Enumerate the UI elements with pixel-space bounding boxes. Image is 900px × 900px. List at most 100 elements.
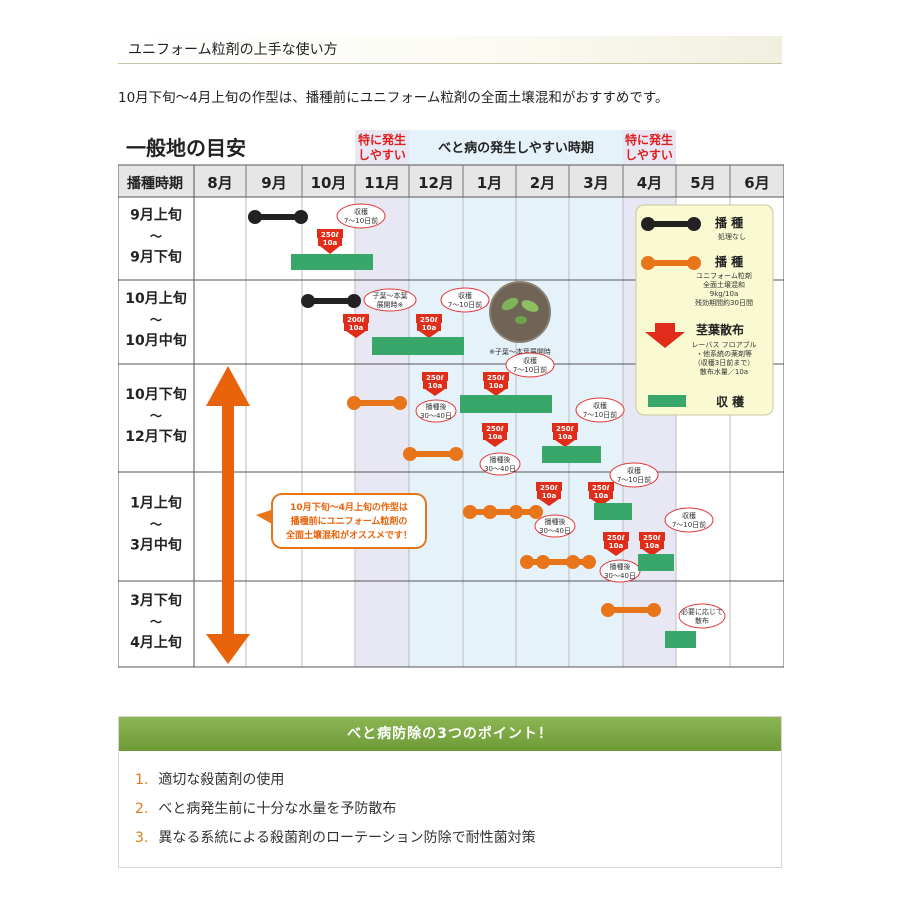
sowing-bar-row2 bbox=[301, 294, 361, 308]
svg-text:収穫: 収穫 bbox=[682, 511, 696, 520]
points-title: べと病防除の3つのポイント！ bbox=[119, 717, 781, 751]
point-item-1: 1.適切な殺菌剤の使用 bbox=[135, 769, 284, 789]
point-number: 1. bbox=[135, 772, 149, 788]
point-text: 異なる系統による殺菌剤のローテーション防除で耐性菌対策 bbox=[158, 830, 536, 846]
svg-text:収穫: 収穫 bbox=[523, 356, 537, 365]
svg-text:7～10日前: 7～10日前 bbox=[513, 365, 547, 374]
svg-text:250ℓ: 250ℓ bbox=[486, 425, 504, 433]
harvest-bar-row4-b bbox=[638, 554, 674, 571]
svg-text:全面土壌混和: 全面土壌混和 bbox=[703, 280, 745, 289]
svg-text:必要に応じて: 必要に応じて bbox=[681, 607, 723, 616]
bubble-harvest-row1: 収穫 7～10日前 bbox=[336, 203, 386, 229]
spray-mark-row4-b: 250ℓ 10a bbox=[588, 482, 614, 506]
risk-period-label: べと病の発生しやすい時期 bbox=[438, 140, 594, 156]
sowing-bar-row1 bbox=[248, 210, 308, 224]
svg-text:10a: 10a bbox=[428, 382, 443, 390]
svg-text:播 種: 播 種 bbox=[715, 215, 743, 230]
bubble-after-sowing-row4-a: 播種後 30～40日 bbox=[534, 514, 576, 538]
diagram-title: 一般地の目安 bbox=[126, 136, 246, 160]
svg-text:30～40日: 30～40日 bbox=[604, 572, 636, 580]
svg-text:10a: 10a bbox=[542, 492, 557, 500]
row-label: ～ bbox=[150, 230, 162, 244]
svg-text:10a: 10a bbox=[645, 542, 660, 550]
bubble-after-sowing-row3-b: 播種後 30～40日 bbox=[479, 452, 521, 476]
svg-text:残効期間約30日間: 残効期間約30日間 bbox=[695, 298, 753, 307]
bubble-harvest-row2: 収穫 7～10日前 bbox=[440, 287, 490, 313]
month-header-row bbox=[118, 164, 784, 198]
svg-text:250ℓ: 250ℓ bbox=[487, 374, 505, 382]
svg-text:7～10日前: 7～10日前 bbox=[344, 216, 378, 225]
harvest-bar-row1 bbox=[291, 254, 373, 270]
month-label: 8月 bbox=[207, 174, 232, 192]
svg-text:播種後: 播種後 bbox=[426, 402, 447, 411]
row-label: 3月中旬 bbox=[130, 537, 182, 554]
harvest-bar-row2 bbox=[372, 337, 464, 355]
spray-mark-row3-d: 250ℓ 10a bbox=[552, 423, 578, 447]
svg-text:播種後: 播種後 bbox=[545, 517, 566, 526]
svg-text:10a: 10a bbox=[349, 324, 364, 332]
month-label: 5月 bbox=[690, 174, 715, 192]
high-risk-label-late-1: 特に発生 bbox=[625, 132, 673, 147]
high-risk-label-bg-late bbox=[623, 130, 676, 165]
bubble-cotyledon-row2: 子葉～本葉 展開時※ bbox=[363, 288, 417, 312]
high-risk-shade-early bbox=[355, 165, 409, 667]
month-label: 9月 bbox=[261, 174, 286, 192]
row-labels: 9月上旬～9月下旬10月上旬～10月中旬10月下旬～12月下旬1月上旬～3月中旬… bbox=[125, 207, 186, 652]
month-label: 12月 bbox=[418, 174, 454, 192]
svg-text:播種前にユニフォーム粒剤の: 播種前にユニフォーム粒剤の bbox=[291, 515, 408, 527]
row-label: ～ bbox=[150, 313, 162, 327]
svg-text:250ℓ: 250ℓ bbox=[540, 484, 558, 492]
month-label: 10月 bbox=[311, 174, 347, 192]
bubble-harvest-row3-a: 収穫 7～10日前 bbox=[505, 352, 555, 378]
photo-caption: ※子葉～本葉展開時 bbox=[489, 347, 551, 356]
svg-text:7～10日前: 7～10日前 bbox=[448, 300, 482, 309]
row-label: 3月下旬 bbox=[130, 592, 182, 609]
svg-text:処理なし: 処理なし bbox=[718, 232, 746, 241]
svg-text:10a: 10a bbox=[558, 433, 573, 441]
high-risk-label-early-2: しやすい bbox=[358, 148, 406, 162]
row-label: 4月上旬 bbox=[130, 634, 182, 651]
sowing-schedule-diagram: 一般地の目安 特に発生 しやすい べと病の発生しやすい時期 特に発生 しやすい … bbox=[118, 130, 784, 668]
svg-text:250ℓ: 250ℓ bbox=[420, 316, 438, 324]
row-label: ～ bbox=[150, 615, 162, 629]
section-title: ユニフォーム粒剤の上手な使い方 bbox=[128, 42, 338, 58]
harvest-bar-row5 bbox=[665, 631, 696, 648]
row-label: ～ bbox=[150, 518, 162, 532]
svg-text:250ℓ: 250ℓ bbox=[426, 374, 444, 382]
spray-mark-row4-a: 250ℓ 10a bbox=[536, 482, 562, 506]
legend: 播 種 処理なし 播 種 ユニフォーム粒剤 全面土壌混和 9kg/10a 残効期… bbox=[635, 204, 774, 416]
spray-mark-row4-d: 250ℓ 10a bbox=[639, 532, 665, 556]
svg-text:（収穫3日前まで）: （収穫3日前まで） bbox=[694, 358, 754, 367]
svg-text:茎葉散布: 茎葉散布 bbox=[696, 322, 744, 337]
seedling-photo bbox=[489, 281, 551, 343]
svg-text:播種後: 播種後 bbox=[610, 562, 631, 571]
recommendation-callout: 10月下旬～4月上旬の作型は 播種前にユニフォーム粒剤の 全面土壌混和がオススメ… bbox=[256, 493, 427, 549]
bubble-after-sowing-row4-b: 播種後 30～40日 bbox=[599, 559, 641, 583]
row-label: 10月上旬 bbox=[125, 290, 186, 307]
svg-text:10a: 10a bbox=[489, 382, 504, 390]
svg-text:7～10日前: 7～10日前 bbox=[672, 520, 706, 529]
month-label: 3月 bbox=[583, 174, 608, 192]
header-sowing-label: 播種時期 bbox=[127, 175, 183, 192]
svg-text:展開時※: 展開時※ bbox=[377, 301, 404, 309]
point-number: 2. bbox=[135, 801, 149, 817]
svg-text:播種後: 播種後 bbox=[490, 455, 511, 464]
points-box: べと病防除の3つのポイント！ 1.適切な殺菌剤の使用 2. べと病発生前に十分な水… bbox=[118, 716, 782, 868]
svg-text:250ℓ: 250ℓ bbox=[592, 484, 610, 492]
svg-text:10a: 10a bbox=[609, 542, 624, 550]
month-label: 11月 bbox=[364, 174, 400, 192]
bubble-harvest-row4-b: 収穫 7～10日前 bbox=[664, 507, 714, 533]
point-text: べと病発生前に十分な水量を予防散布 bbox=[158, 801, 397, 817]
spray-mark-row3-a: 250ℓ 10a bbox=[422, 372, 448, 396]
svg-text:子葉～本葉: 子葉～本葉 bbox=[373, 291, 408, 300]
svg-text:10a: 10a bbox=[422, 324, 437, 332]
spray-mark-row1: 250ℓ 10a bbox=[317, 229, 343, 254]
svg-text:全面土壌混和がオススメです！: 全面土壌混和がオススメです！ bbox=[285, 529, 412, 541]
svg-text:ユニフォーム粒剤: ユニフォーム粒剤 bbox=[696, 271, 752, 280]
svg-text:30～40日: 30～40日 bbox=[539, 527, 571, 535]
bubble-harvest-row3-b: 収穫 7～10日前 bbox=[575, 397, 625, 423]
bubble-as-needed-row5: 必要に応じて 散布 bbox=[678, 603, 726, 629]
point-item-2: 2. べと病発生前に十分な水量を予防散布 bbox=[135, 798, 396, 818]
month-label: 4月 bbox=[637, 174, 662, 192]
